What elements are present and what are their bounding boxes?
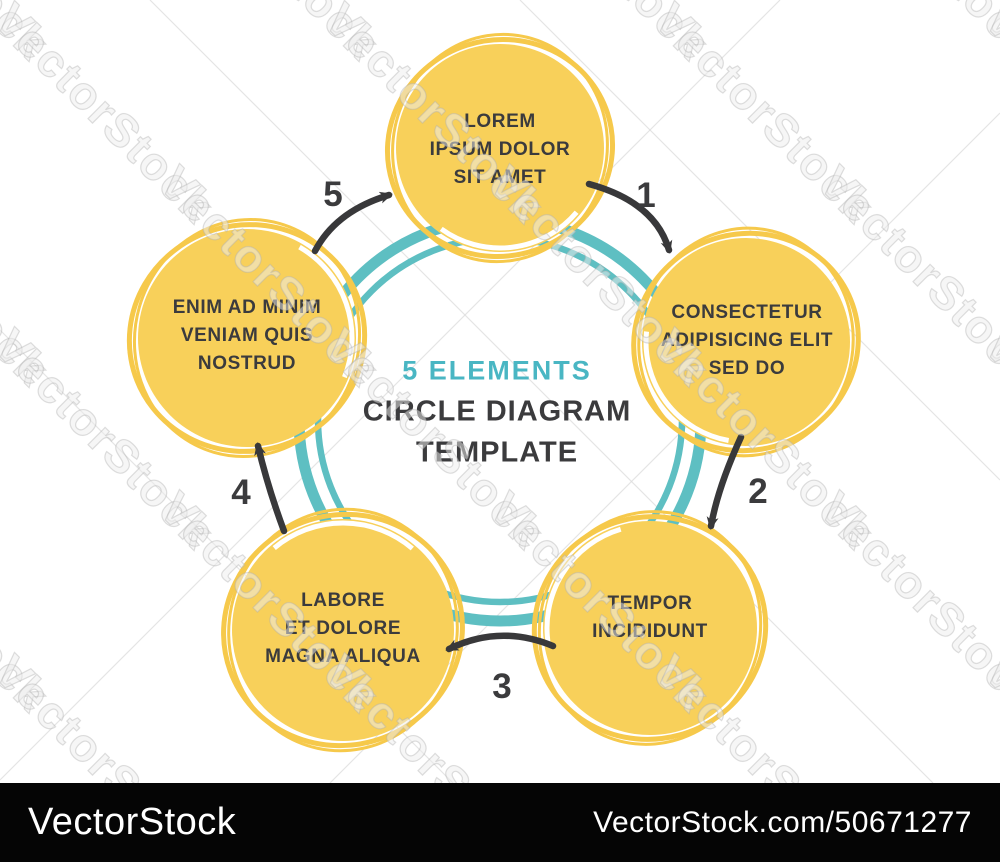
arrow-step-3 bbox=[445, 632, 557, 653]
node-label-line: ENIM AD MINIM bbox=[172, 297, 322, 318]
node-label-line: LOREM bbox=[464, 111, 536, 132]
step-number-5: 5 bbox=[323, 175, 343, 214]
vectorstock-logo: VectorStock bbox=[28, 801, 237, 843]
image-reference-url: VectorStock.com/50671277 bbox=[593, 805, 972, 839]
footer-bar: VectorStock VectorStock.com/50671277 bbox=[0, 783, 1000, 862]
node-label-line: VENIAM QUIS bbox=[180, 325, 314, 346]
node-label-line: INCIDIDUNT bbox=[592, 621, 708, 642]
arrow-step-2 bbox=[706, 433, 745, 530]
node-circle-top bbox=[384, 32, 616, 264]
node-label-top: LOREM IPSUM DOLOR SIT AMET bbox=[375, 108, 625, 192]
step-number-4: 4 bbox=[231, 473, 251, 512]
arrow-step-4 bbox=[254, 442, 288, 535]
node-label-line: LABORE bbox=[301, 590, 385, 611]
arrow-step-1 bbox=[585, 180, 673, 254]
step-number-2: 2 bbox=[748, 472, 768, 511]
arrow-step-5 bbox=[311, 191, 393, 255]
diagram-title-elements: 5 ELEMENTS bbox=[402, 355, 592, 386]
node-label-left: ENIM AD MINIM VENIAM QUIS NOSTRUD bbox=[122, 294, 372, 378]
node-circle-left bbox=[126, 218, 368, 458]
node-label-line: ET DOLORE bbox=[284, 618, 402, 639]
node-label-line: SIT AMET bbox=[453, 167, 547, 188]
node-circle-bottom-left bbox=[221, 507, 465, 753]
node-label-line: IPSUM DOLOR bbox=[429, 139, 571, 160]
node-label-bottom-right: TEMPOR INCIDIDUNT bbox=[525, 590, 775, 646]
node-label-right: CONSECTETUR ADIPISICING ELIT SED DO bbox=[622, 299, 872, 383]
node-label-line: ADIPISICING ELIT bbox=[660, 330, 834, 351]
diagram-title-line2: CIRCLE DIAGRAM bbox=[362, 395, 632, 428]
step-arrows bbox=[254, 180, 745, 653]
step-number-1: 1 bbox=[636, 176, 656, 215]
node-label-line: NOSTRUD bbox=[197, 353, 297, 374]
node-label-bottom-left: LABORE ET DOLORE MAGNA ALIQUA bbox=[218, 587, 468, 671]
node-circle-right bbox=[631, 226, 861, 458]
node-label-line: MAGNA ALIQUA bbox=[265, 646, 421, 667]
step-number-3: 3 bbox=[492, 667, 512, 706]
node-label-line: TEMPOR bbox=[607, 593, 693, 614]
diagram-title: 5 ELEMENTS CIRCLE DIAGRAM TEMPLATE bbox=[317, 351, 677, 474]
circle-diagram: LOREM IPSUM DOLOR SIT AMET CONSECTETUR A… bbox=[0, 0, 1000, 783]
node-label-line: CONSECTETUR bbox=[671, 302, 823, 323]
diagram-artwork bbox=[0, 0, 1000, 783]
node-label-line: SED DO bbox=[708, 358, 786, 379]
diagram-title-line3: TEMPLATE bbox=[415, 436, 579, 469]
